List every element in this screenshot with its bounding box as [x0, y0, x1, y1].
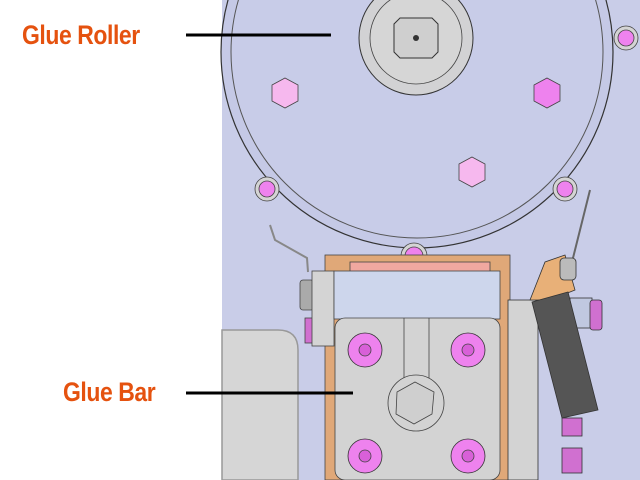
roller-bolts — [254, 25, 639, 270]
socket-bolt — [450, 332, 486, 368]
glue-roller — [220, 0, 614, 249]
tension-arm — [507, 254, 603, 480]
socket-bolt — [347, 332, 383, 368]
socket-bolt — [613, 25, 639, 51]
socket-bolt — [450, 438, 486, 474]
wire-spring — [571, 189, 591, 263]
wire-spring — [269, 224, 309, 273]
glue-bar — [299, 254, 511, 480]
socket-bolt — [254, 176, 280, 202]
hex-bolt — [458, 156, 486, 188]
hex-bolt — [533, 77, 561, 109]
socket-bolt — [552, 176, 578, 202]
glue-roller-label: Glue Roller — [22, 20, 140, 50]
side-panel — [221, 329, 299, 480]
socket-bolt — [347, 438, 383, 474]
glue-bar-label: Glue Bar — [63, 377, 156, 407]
hex-bolt — [271, 77, 299, 109]
